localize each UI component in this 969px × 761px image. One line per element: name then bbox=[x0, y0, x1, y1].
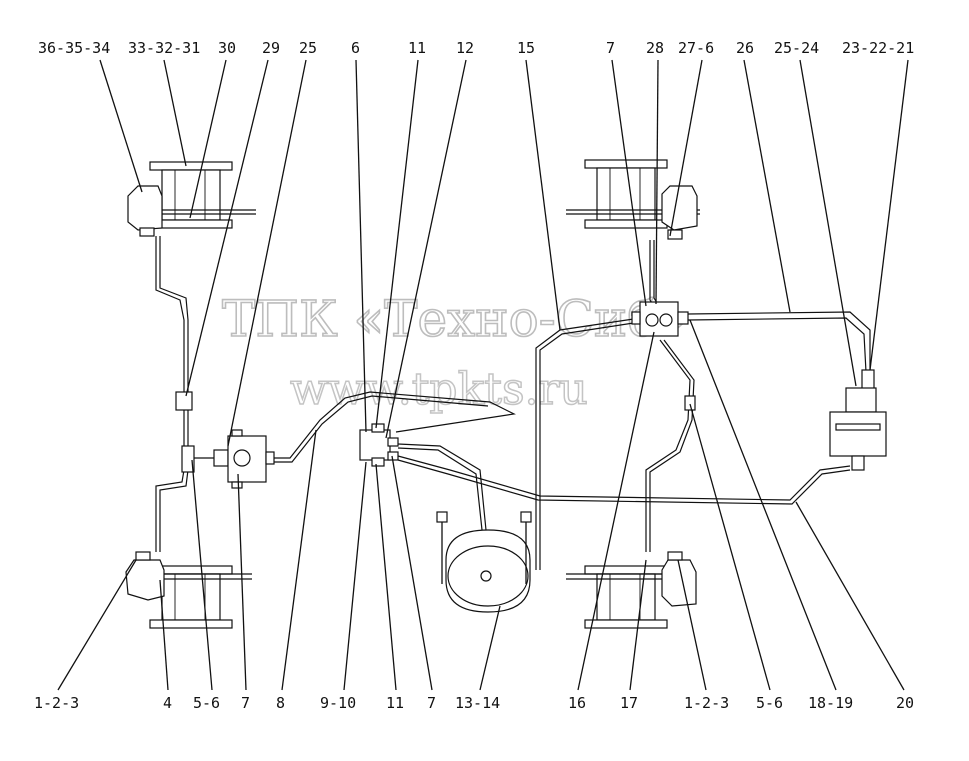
label-top-10: 7 bbox=[606, 39, 615, 57]
label-top-14: 25-24 bbox=[774, 39, 819, 57]
label-bottom-13: 5-6 bbox=[756, 694, 783, 712]
label-bottom-8: 7 bbox=[427, 694, 436, 712]
air-tank bbox=[436, 511, 532, 613]
label-top-2: 33-32-31 bbox=[128, 39, 200, 57]
right-bottom-wheel bbox=[566, 551, 697, 629]
label-bottom-11: 17 bbox=[620, 694, 638, 712]
label-bottom-9: 13-14 bbox=[455, 694, 500, 712]
right-brake-chamber bbox=[829, 369, 887, 471]
label-bottom-10: 16 bbox=[568, 694, 586, 712]
label-top-15: 23-22-21 bbox=[842, 39, 914, 57]
label-bottom-14: 18-19 bbox=[808, 694, 853, 712]
label-top-12: 27-6 bbox=[678, 39, 714, 57]
label-bottom-7: 11 bbox=[386, 694, 404, 712]
watermark-company: ТПК «Техно-Сиб» bbox=[222, 290, 688, 348]
left-top-wheel bbox=[127, 161, 256, 237]
label-top-7: 11 bbox=[408, 39, 426, 57]
label-bottom-4: 7 bbox=[241, 694, 250, 712]
bottom-labels: 1-2-3 4 5-6 7 8 9-10 11 7 13-14 16 17 1-… bbox=[34, 694, 914, 712]
label-top-5: 25 bbox=[299, 39, 317, 57]
label-top-3: 30 bbox=[218, 39, 236, 57]
label-bottom-15: 20 bbox=[896, 694, 914, 712]
right-top-wheel bbox=[566, 159, 700, 240]
watermark-url: www.tpkts.ru bbox=[290, 364, 588, 415]
left-bottom-wheel bbox=[125, 551, 252, 629]
label-top-11: 28 bbox=[646, 39, 664, 57]
label-bottom-2: 4 bbox=[163, 694, 172, 712]
label-bottom-6: 9-10 bbox=[320, 694, 356, 712]
label-bottom-1: 1-2-3 bbox=[34, 694, 79, 712]
leader-lines-top bbox=[99, 59, 909, 447]
leader-lines-bottom bbox=[57, 319, 905, 691]
left-cross-fitting bbox=[181, 445, 195, 473]
top-labels: 36-35-34 33-32-31 30 29 25 6 11 12 15 7 … bbox=[38, 39, 914, 57]
label-top-8: 12 bbox=[456, 39, 474, 57]
center-valve-block bbox=[359, 423, 399, 467]
label-bottom-3: 5-6 bbox=[193, 694, 220, 712]
label-top-9: 15 bbox=[517, 39, 535, 57]
right-tee-fitting bbox=[684, 395, 696, 411]
right-relay-valve bbox=[631, 301, 689, 337]
label-bottom-5: 8 bbox=[276, 694, 285, 712]
label-top-4: 29 bbox=[262, 39, 280, 57]
left-tee-fitting bbox=[175, 391, 193, 411]
label-top-13: 26 bbox=[736, 39, 754, 57]
label-top-6: 6 bbox=[351, 39, 360, 57]
label-top-1: 36-35-34 bbox=[38, 39, 110, 57]
left-relay-valve bbox=[213, 429, 275, 489]
label-bottom-12: 1-2-3 bbox=[684, 694, 729, 712]
